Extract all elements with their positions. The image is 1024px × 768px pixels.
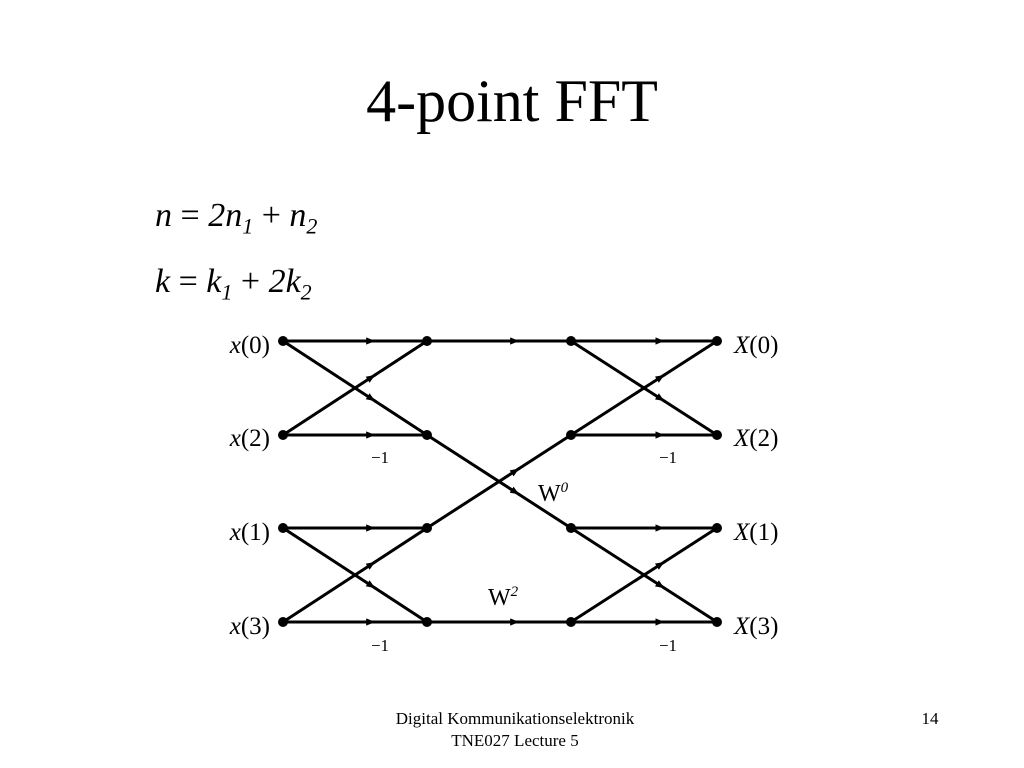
node-dot	[566, 336, 576, 346]
node-dot	[566, 430, 576, 440]
node-dot	[278, 617, 288, 627]
node-dot	[712, 336, 722, 346]
negation-labels: −1 −1 −1 −1	[371, 448, 677, 655]
output-label-3: X(3)	[733, 613, 778, 640]
node-dot	[422, 617, 432, 627]
node-dot	[422, 336, 432, 346]
eq-n-equals: =	[180, 197, 200, 234]
node-dot	[278, 523, 288, 533]
eq-k-term1-sub: 1	[221, 279, 233, 305]
equation-k: k = k1 + 2k2	[155, 262, 312, 305]
output-labels: X(0) X(2) X(1) X(3)	[733, 332, 778, 640]
eq-n-lhs: n	[155, 197, 172, 234]
stage2-edge-arrow	[569, 560, 666, 624]
footer-course-name: Digital Kommunikationselektronik	[395, 709, 635, 728]
eq-k-plus: +	[240, 263, 261, 300]
twiddle-labels: W0 W2	[488, 480, 569, 611]
stage1-edge-arrow	[281, 373, 377, 437]
stage1-edge-arrow	[281, 560, 377, 624]
stage2-edge	[662, 586, 719, 624]
middle-edge-arrow	[425, 466, 521, 530]
node-dot	[278, 430, 288, 440]
node-dot	[566, 523, 576, 533]
eq-n-plus: +	[261, 197, 281, 234]
input-label-3: x(3)	[229, 613, 270, 640]
signal-flow-edges	[281, 337, 719, 626]
stage1-edge	[373, 526, 429, 564]
minus-one-label: −1	[659, 448, 677, 467]
stage2-edge-arrow	[569, 339, 666, 403]
output-label-0: X(0)	[733, 332, 778, 359]
eq-k-term1: k	[206, 263, 222, 300]
stage1-edge-arrow	[281, 339, 377, 403]
node-dot	[422, 523, 432, 533]
input-label-0: x(0)	[229, 332, 270, 359]
footer-lecture: TNE027 Lecture 5	[451, 731, 579, 750]
twiddle-label-w2: W2	[488, 584, 519, 611]
equation-n: n = 2n1 + n2	[155, 196, 318, 239]
node-dot	[422, 430, 432, 440]
node-dot	[278, 336, 288, 346]
eq-n-term1-sub: 1	[242, 213, 254, 239]
eq-k-lhs: k	[155, 263, 171, 300]
node-dot	[712, 430, 722, 440]
eq-k-term2: 2k	[268, 263, 301, 300]
slide-footer: Digital Kommunikationselektronik TNE027 …	[360, 708, 670, 752]
stage1-edge	[373, 339, 429, 377]
input-label-2: x(1)	[229, 519, 270, 546]
slide-title: 4-point FFT	[366, 68, 658, 134]
minus-one-label: −1	[659, 636, 677, 655]
eq-k-equals: =	[178, 263, 198, 300]
node-dot	[712, 523, 722, 533]
output-label-2: X(1)	[733, 519, 778, 546]
eq-n-term2: n	[289, 197, 307, 234]
node-dot	[566, 617, 576, 627]
stage2-edge-arrow	[569, 526, 666, 590]
middle-edge	[517, 493, 573, 530]
eq-k-term2-sub: 2	[300, 279, 312, 305]
signal-flow-nodes	[278, 336, 722, 627]
stage2-edge	[662, 399, 719, 437]
input-label-1: x(2)	[229, 425, 270, 452]
stage2-edge-arrow	[569, 373, 666, 437]
stage1-edge	[373, 399, 429, 437]
minus-one-label: −1	[371, 448, 389, 467]
middle-edge-arrow	[425, 433, 521, 497]
stage2-edge	[662, 526, 719, 564]
twiddle-label-w0: W0	[538, 480, 569, 507]
node-dot	[712, 617, 722, 627]
stage1-edge-arrow	[281, 526, 377, 590]
minus-one-label: −1	[371, 636, 389, 655]
input-labels: x(0) x(2) x(1) x(3)	[229, 332, 270, 640]
stage2-edge	[662, 339, 719, 377]
output-label-1: X(2)	[733, 425, 778, 452]
middle-edge	[517, 433, 573, 470]
page-number: 14	[921, 709, 939, 728]
eq-n-term1: 2n	[208, 197, 243, 234]
eq-n-term2-sub: 2	[306, 213, 318, 239]
stage1-edge	[373, 586, 429, 624]
